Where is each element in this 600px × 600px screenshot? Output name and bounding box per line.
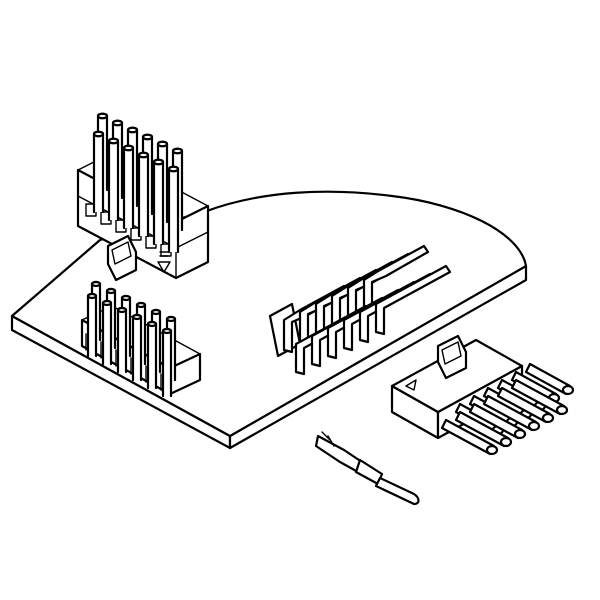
pcb-back-pin-tip	[90, 280, 102, 288]
vc-front-pin-tip	[167, 165, 180, 173]
vc-front-pin-tip	[122, 144, 135, 152]
vc-front-pin	[107, 137, 120, 222]
pcb-front-pin-tip	[161, 327, 173, 335]
vc-front-pin-tip	[92, 130, 105, 138]
side-connector-pins	[440, 362, 575, 456]
pcb-back-pin-tip	[165, 315, 177, 323]
pcb-front-pin	[161, 327, 173, 398]
vc-back-pin-tip	[111, 119, 124, 127]
ra-header-lower-pin	[374, 264, 452, 336]
vc-back-pin-tip	[171, 147, 184, 155]
right-angle-header	[268, 244, 452, 376]
vertical-connector	[76, 112, 210, 282]
pcb-back-pin-tip	[120, 294, 132, 302]
vc-front-pin	[152, 158, 165, 246]
pcb-back-pin-tip	[150, 308, 162, 316]
side-lower-pin-tip	[527, 420, 541, 432]
side-connector-key-face	[441, 341, 462, 365]
pcb-front-pin	[116, 306, 128, 374]
pcb-front-pin	[131, 313, 143, 382]
vc-front-pin	[137, 151, 150, 238]
connector-pins	[92, 112, 184, 254]
pcb-front-pin	[146, 320, 158, 390]
pcb-back-pin-tip	[135, 301, 147, 309]
side-lower-pin-tip	[485, 444, 499, 456]
pcb-front-pin	[86, 292, 98, 358]
vc-front-pin-tip	[137, 151, 150, 159]
pcb-vertical-header	[80, 280, 202, 398]
side-lower-pin-tip	[513, 428, 527, 440]
pcb-front-pin-tip	[101, 299, 113, 307]
side-lower-pin-tip	[499, 436, 513, 448]
vc-back-pin-tip	[126, 126, 139, 134]
vc-back-pin-tip	[156, 140, 169, 148]
pcb-back-pin-tip	[105, 287, 117, 295]
latch-marks	[159, 251, 169, 257]
pcb-front-pin-tip	[146, 320, 158, 328]
polarization-key-face	[111, 241, 132, 265]
terminal-contact	[314, 434, 364, 474]
side-lower-pin-tip	[555, 404, 569, 416]
pcb-front-pin-tip	[86, 292, 98, 300]
pcb-front-pin-tip	[131, 313, 143, 321]
vc-front-pin	[167, 165, 180, 254]
vc-front-pin-tip	[107, 137, 120, 145]
side-pin-one-arrow-icon	[405, 379, 417, 391]
pcb-front-pin	[101, 299, 113, 366]
vc-front-pin	[92, 130, 105, 214]
side-lower-pin-tip	[541, 412, 555, 424]
vc-back-pin-tip	[96, 112, 109, 120]
terminal-spring	[321, 431, 335, 447]
vc-front-pin-tip	[152, 158, 165, 166]
crimp-terminal	[314, 431, 420, 506]
pcb-front-pin-tip	[116, 306, 128, 314]
vc-back-pin-tip	[141, 133, 154, 141]
pin-one-arrow-icon	[157, 261, 171, 273]
vc-front-pin	[122, 144, 135, 230]
wire	[374, 476, 420, 506]
side-connector	[390, 334, 575, 456]
side-pin-tip	[561, 384, 575, 396]
